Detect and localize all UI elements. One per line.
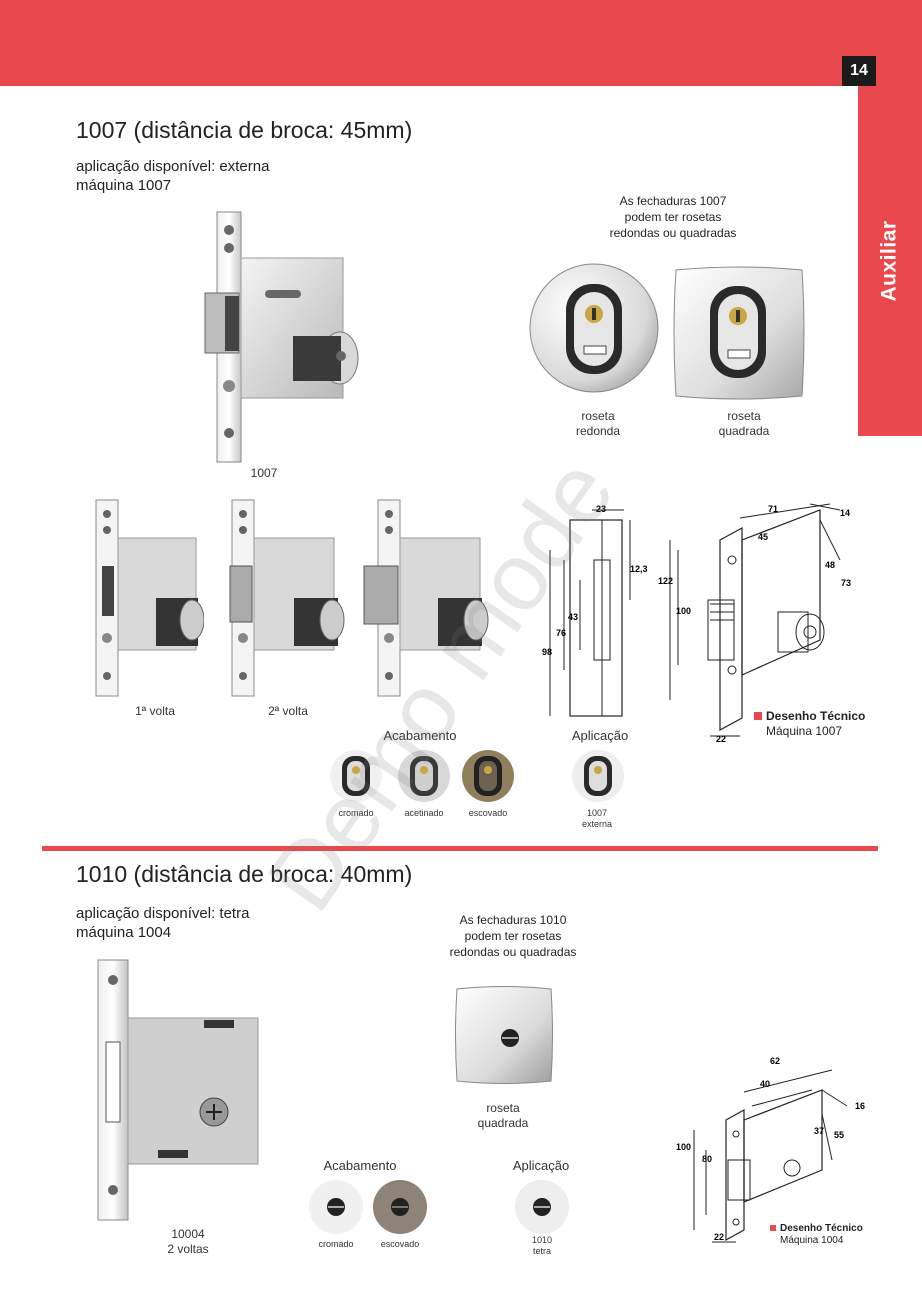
svg-text:45: 45 bbox=[758, 532, 768, 542]
tech-drawing-machine-1004: 62 40 16 37 55 100 80 22 bbox=[676, 1056, 865, 1243]
finish2-brushed-swatch bbox=[373, 1180, 427, 1234]
finish-chrome-swatch bbox=[330, 750, 382, 802]
section1-application: aplicação disponível: externa bbox=[76, 158, 270, 175]
svg-text:22: 22 bbox=[716, 734, 726, 744]
turn-1-caption: 1ª volta bbox=[135, 704, 175, 718]
rosette-square-image bbox=[673, 266, 805, 400]
svg-text:76: 76 bbox=[556, 628, 566, 638]
application-title-2: Aplicação bbox=[512, 1158, 570, 1173]
lock-10004-image bbox=[97, 959, 259, 1221]
lock-small-1 bbox=[95, 499, 204, 697]
tech-label-1004: Desenho Técnico Máquina 1004 bbox=[770, 1223, 863, 1247]
finish-satin-label: acetinado bbox=[404, 808, 444, 818]
lock-1007-image bbox=[204, 211, 359, 463]
side-tab bbox=[858, 86, 922, 436]
application-1010-swatch bbox=[515, 1180, 569, 1234]
svg-text:80: 80 bbox=[702, 1154, 712, 1164]
application-1007-swatch bbox=[572, 750, 624, 802]
top-banner bbox=[0, 0, 922, 86]
svg-text:100: 100 bbox=[676, 1142, 691, 1152]
section2-machine: máquina 1004 bbox=[76, 924, 172, 941]
svg-text:37: 37 bbox=[814, 1126, 824, 1136]
svg-text:100: 100 bbox=[676, 606, 691, 616]
svg-text:98: 98 bbox=[542, 647, 552, 657]
svg-text:122: 122 bbox=[658, 576, 673, 586]
section-divider bbox=[42, 846, 878, 851]
rosette-round-image bbox=[529, 263, 659, 393]
tech-drawing-plate-1007: 23 12,3 43 76 98 bbox=[542, 504, 648, 717]
svg-text:48: 48 bbox=[825, 560, 835, 570]
finish-title-2: Acabamento bbox=[323, 1158, 397, 1173]
svg-text:12,3: 12,3 bbox=[630, 564, 648, 574]
svg-text:71: 71 bbox=[768, 504, 778, 514]
finish2-chrome-label: cromado bbox=[318, 1239, 354, 1249]
finish-brushed-swatch bbox=[462, 750, 514, 802]
finish-chrome-label: cromado bbox=[338, 808, 374, 818]
finish-title-1: Acabamento bbox=[383, 728, 457, 743]
svg-text:22: 22 bbox=[714, 1232, 724, 1242]
finish-satin-swatch bbox=[398, 750, 450, 802]
turn-2-caption: 2ª volta bbox=[268, 704, 308, 718]
rosette-square-1010-image bbox=[455, 986, 553, 1084]
finish2-chrome-swatch bbox=[309, 1180, 363, 1234]
svg-text:14: 14 bbox=[840, 508, 850, 518]
section2-heading: 1010 (distância de broca: 40mm) bbox=[76, 861, 413, 887]
tech-label-1007: Desenho Técnico Máquina 1007 bbox=[754, 709, 865, 739]
application-title-1: Aplicação bbox=[571, 728, 629, 743]
svg-text:16: 16 bbox=[855, 1101, 865, 1111]
lock-1007-caption: 1007 bbox=[250, 466, 278, 480]
side-tab-label: Auxiliar bbox=[878, 220, 901, 302]
finish2-brushed-label: escovado bbox=[380, 1239, 420, 1249]
lock-small-3 bbox=[363, 499, 489, 697]
section2-application: aplicação disponível: tetra bbox=[76, 905, 250, 922]
svg-text:43: 43 bbox=[568, 612, 578, 622]
finish-brushed-label: escovado bbox=[468, 808, 508, 818]
tech-drawing-machine-1007: 71 14 45 48 73 122 100 22 bbox=[658, 503, 851, 744]
lock-small-2 bbox=[229, 499, 345, 697]
svg-text:40: 40 bbox=[760, 1079, 770, 1089]
section1-heading: 1007 (distância de broca: 45mm) bbox=[76, 117, 413, 143]
page-number: 14 bbox=[842, 56, 876, 86]
svg-text:23: 23 bbox=[596, 504, 606, 514]
svg-text:55: 55 bbox=[834, 1130, 844, 1140]
svg-text:62: 62 bbox=[770, 1056, 780, 1066]
svg-text:73: 73 bbox=[841, 578, 851, 588]
section1-machine: máquina 1007 bbox=[76, 177, 172, 194]
